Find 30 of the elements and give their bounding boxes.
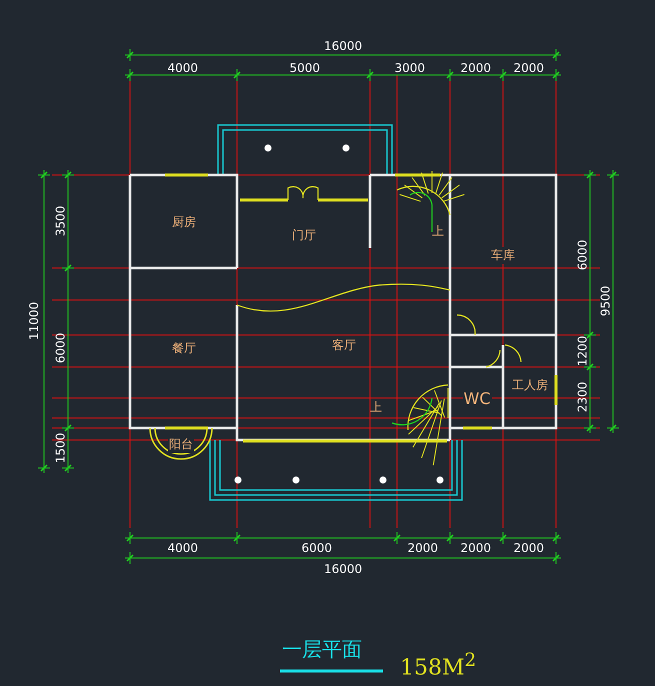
dimension-label: 2000	[514, 61, 544, 75]
dimension-label: 2000	[460, 541, 492, 555]
room-label: 客厅	[331, 336, 357, 354]
dimension-label: 1200	[574, 336, 589, 366]
dimension-label: 3000	[394, 61, 426, 75]
dimension-label: 6000	[574, 240, 589, 270]
dimension-label: 1500	[52, 432, 67, 464]
room-label: 门厅	[291, 226, 317, 244]
dimension-label: 16000	[324, 562, 362, 576]
dimension-label: 6000	[52, 332, 67, 364]
room-label: 车库	[490, 246, 516, 264]
dimension-label: 3500	[52, 206, 67, 236]
dimension-label: 11000	[27, 302, 42, 340]
dimension-label: 4000	[168, 541, 198, 555]
room-label: 阳台	[168, 436, 194, 452]
dimension-label: 16000	[324, 39, 362, 53]
room-label: 厨房	[171, 214, 197, 230]
dimension-label: 6000	[302, 541, 332, 555]
dimension-label: 2000	[514, 541, 544, 555]
dimension-label: 2000	[408, 541, 438, 555]
dimension-label: 9500	[598, 286, 612, 316]
dimension-label: 4000	[168, 61, 198, 75]
room-label: 工人房	[511, 376, 549, 394]
dimension-label: 2300	[574, 382, 589, 412]
dimension-label: 2000	[460, 61, 492, 75]
room-label: 餐厅	[171, 340, 197, 356]
plan-title: 一层平面	[282, 636, 362, 663]
stair-up-label: 上	[432, 222, 444, 240]
area-label: 158M$^{2}$	[400, 650, 476, 680]
dimension-label: 5000	[290, 61, 320, 75]
